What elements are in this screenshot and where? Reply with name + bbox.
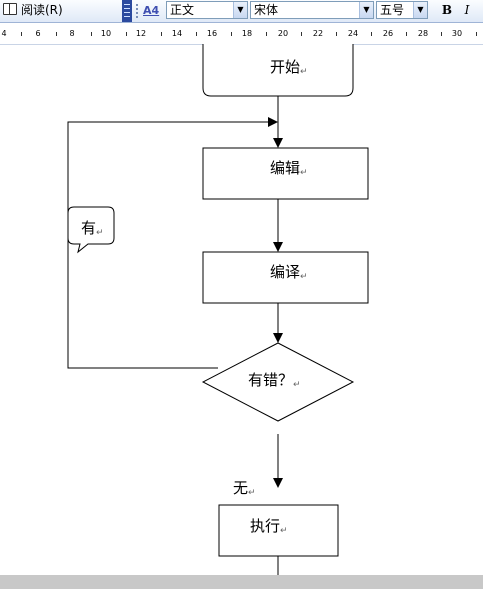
ruler-label: 18 bbox=[241, 29, 253, 38]
italic-button[interactable]: I bbox=[464, 3, 470, 17]
ruler-label: 4 bbox=[1, 29, 7, 38]
font-select[interactable]: 宋体 ▼ bbox=[250, 1, 374, 19]
yes-label: 有↵ bbox=[81, 219, 104, 238]
paragraph-mark-icon: ↵ bbox=[248, 488, 256, 498]
bold-button[interactable]: B bbox=[441, 3, 453, 17]
toolbar-separator bbox=[136, 4, 138, 18]
ruler-tick bbox=[161, 32, 162, 36]
font-select-value: 宋体 bbox=[254, 3, 279, 17]
horizontal-ruler[interactable]: 4 6 8 10 12 14 16 18 20 22 24 26 28 30 bbox=[0, 24, 483, 45]
flowchart-canvas bbox=[67, 44, 369, 575]
ruler-tick bbox=[301, 32, 302, 36]
book-icon bbox=[3, 3, 17, 15]
ruler-label: 24 bbox=[347, 29, 359, 38]
ruler-label: 16 bbox=[206, 29, 218, 38]
toolbar-grip-handle[interactable] bbox=[122, 0, 132, 22]
ruler-tick bbox=[21, 32, 22, 36]
ruler-label: 28 bbox=[417, 29, 429, 38]
ruler-label: 22 bbox=[312, 29, 324, 38]
chevron-down-icon[interactable]: ▼ bbox=[359, 2, 373, 18]
execute-process-box[interactable] bbox=[218, 504, 339, 557]
ruler-tick bbox=[371, 32, 372, 36]
ruler-tick bbox=[406, 32, 407, 36]
ruler-tick bbox=[91, 32, 92, 36]
read-mode-button[interactable]: 阅读(R) bbox=[3, 2, 65, 19]
chevron-down-icon[interactable]: ▼ bbox=[233, 2, 247, 18]
styles-formatting-icon[interactable]: A4 bbox=[143, 4, 160, 17]
document-page[interactable] bbox=[0, 45, 483, 575]
compile-label: 编译↵ bbox=[270, 263, 308, 282]
paragraph-mark-icon: ↵ bbox=[300, 168, 308, 178]
paragraph-mark-icon: ↵ bbox=[96, 228, 104, 238]
paragraph-mark-icon: ↵ bbox=[300, 272, 308, 282]
chevron-down-icon[interactable]: ▼ bbox=[413, 2, 427, 18]
read-mode-label: 阅读(R) bbox=[21, 3, 63, 17]
formatting-toolbar: 阅读(R) A4 正文 ▼ 宋体 ▼ 五号 ▼ B I bbox=[0, 0, 483, 23]
ruler-tick bbox=[231, 32, 232, 36]
paragraph-mark-icon: ↵ bbox=[280, 526, 288, 536]
page-gap-bar bbox=[0, 575, 483, 589]
no-label: 无↵ bbox=[233, 479, 256, 498]
ruler-tick bbox=[56, 32, 57, 36]
ruler-label: 14 bbox=[171, 29, 183, 38]
start-label: 开始↵ bbox=[270, 58, 308, 77]
ruler-label: 6 bbox=[35, 29, 41, 38]
ruler-tick bbox=[196, 32, 197, 36]
ruler-tick bbox=[336, 32, 337, 36]
paragraph-mark-icon: ↵ bbox=[293, 380, 301, 390]
edit-label: 编辑↵ bbox=[270, 159, 308, 178]
execute-label: 执行↵ bbox=[250, 517, 288, 536]
style-select-value: 正文 bbox=[170, 3, 195, 17]
compile-process-box[interactable] bbox=[202, 251, 369, 304]
decision-label: 有错？↵ bbox=[248, 371, 301, 390]
arrow-loop-back bbox=[67, 117, 278, 369]
ruler-label: 10 bbox=[100, 29, 112, 38]
ruler-label: 8 bbox=[69, 29, 75, 38]
ruler-label: 26 bbox=[382, 29, 394, 38]
ruler-label: 20 bbox=[277, 29, 289, 38]
font-size-select[interactable]: 五号 ▼ bbox=[376, 1, 428, 19]
yes-callout-shape[interactable] bbox=[67, 206, 115, 254]
font-size-select-value: 五号 bbox=[380, 3, 405, 17]
decision-diamond[interactable] bbox=[201, 342, 355, 422]
ruler-tick bbox=[476, 32, 477, 36]
ruler-tick bbox=[441, 32, 442, 36]
style-select[interactable]: 正文 ▼ bbox=[166, 1, 248, 19]
ruler-tick bbox=[266, 32, 267, 36]
ruler-label: 12 bbox=[135, 29, 147, 38]
ruler-tick bbox=[126, 32, 127, 36]
ruler-label: 30 bbox=[451, 29, 463, 38]
edit-process-box[interactable] bbox=[202, 147, 369, 200]
paragraph-mark-icon: ↵ bbox=[300, 67, 308, 77]
